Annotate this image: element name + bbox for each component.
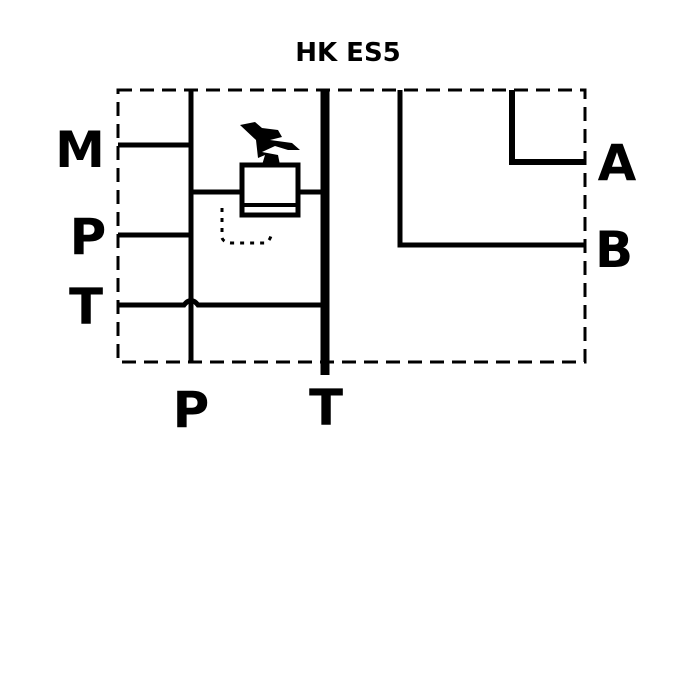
port-p-bottom-label: P <box>172 381 210 439</box>
port-m-label: M <box>55 121 105 179</box>
diagram-title: HK ES5 <box>295 38 401 68</box>
port-t-bottom-label: T <box>308 379 344 437</box>
port-p-left-label: P <box>69 208 107 266</box>
port-b-label: B <box>594 221 634 279</box>
pilot-drain-line <box>220 208 274 245</box>
dashed-housing <box>116 88 587 364</box>
valve-body <box>239 162 301 218</box>
solenoid-actuator-icon <box>240 122 300 165</box>
port-a-line <box>509 90 585 165</box>
port-a-label: A <box>597 134 637 192</box>
port-t-left-label: T <box>68 278 104 336</box>
port-b-line <box>397 90 585 248</box>
port-t-line <box>118 298 325 308</box>
